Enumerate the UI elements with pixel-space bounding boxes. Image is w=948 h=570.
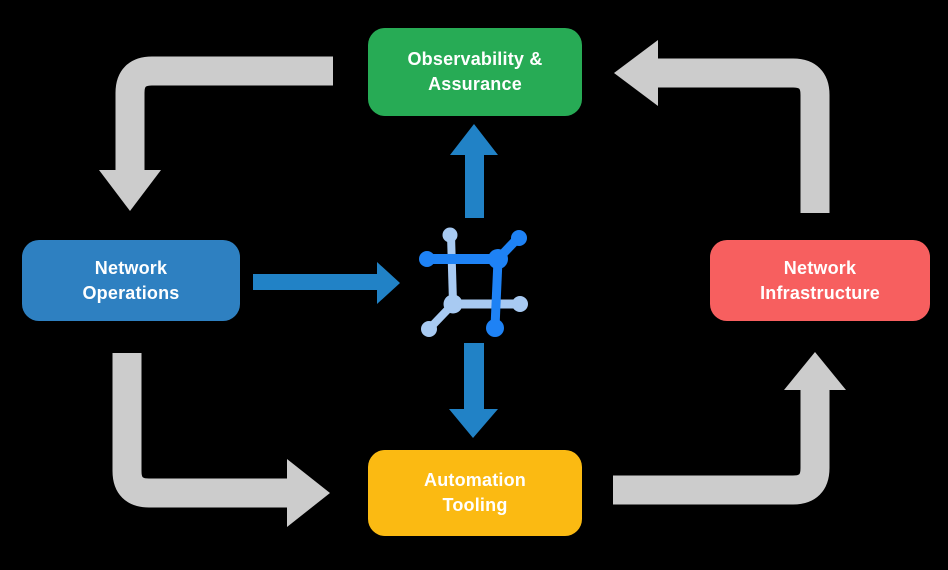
node-network-infrastructure: Network Infrastructure bbox=[710, 240, 930, 321]
cycle-arrow-infrastructure-to-observability bbox=[614, 40, 830, 213]
cycle-arrow-operations-to-automation bbox=[112, 353, 330, 527]
network-mesh-icon-light-part bbox=[421, 227, 528, 337]
network-mesh-icon-dark-part bbox=[419, 230, 527, 337]
arrowhead-up-icon bbox=[784, 352, 846, 390]
blue-arrow-center-to-observability bbox=[450, 124, 498, 218]
node-label-line: Network bbox=[94, 257, 168, 278]
node-label-line: Infrastructure bbox=[760, 282, 880, 303]
node-label-line: Tooling bbox=[442, 495, 508, 515]
node-automation-tooling: Automation Tooling bbox=[368, 450, 582, 536]
node-network-operations: Network Operations bbox=[22, 240, 240, 321]
arrowhead-right-icon bbox=[287, 459, 330, 527]
arrowhead-left-icon bbox=[614, 40, 658, 106]
node-label-line: Operations bbox=[82, 282, 180, 303]
node-label-line: Automation bbox=[424, 470, 526, 490]
node-label-line: Network bbox=[783, 257, 857, 278]
blue-arrow-center-to-automation bbox=[449, 343, 498, 438]
arrowhead-down-icon bbox=[99, 170, 161, 211]
blue-arrow-operations-to-center bbox=[253, 262, 400, 304]
node-label-line: Assurance bbox=[428, 74, 522, 94]
cycle-arrow-automation-to-infrastructure bbox=[613, 352, 846, 505]
cycle-arrow-observability-to-operations bbox=[99, 56, 333, 211]
node-observability-assurance: Observability & Assurance bbox=[368, 28, 582, 116]
network-mesh-icon bbox=[419, 227, 528, 337]
node-label-line: Observability & bbox=[407, 49, 543, 69]
